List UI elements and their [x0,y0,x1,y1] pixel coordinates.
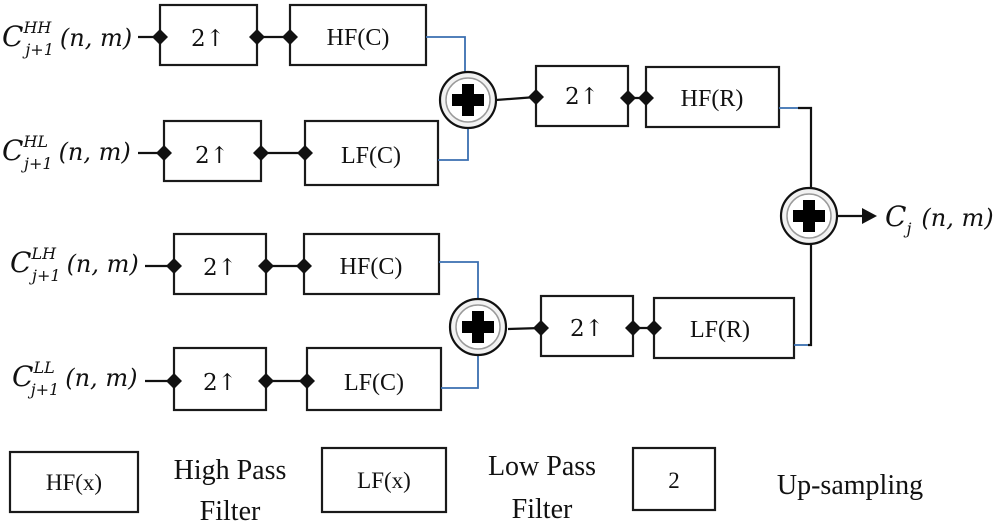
wire-hfr-out [798,106,813,193]
wire-hh-out [426,36,466,72]
legend-lf-text-2: Filter [512,494,573,525]
diamond-marker [625,320,641,336]
diamond-marker [282,29,298,45]
legend-lf-text-1: Low Pass [488,451,596,482]
upsample-label-lh: 2↑ [203,255,237,281]
lf-c-label-2: LF(C) [344,370,404,396]
lf-c-label-1: LF(C) [341,143,401,169]
diamond-marker [152,29,168,45]
legend: HF(x) High Pass Filter LF(x) Low Pass Fi… [8,446,923,527]
wire-hl-out [438,128,469,161]
upsample-block-lower [539,294,635,358]
hf-c-block-2 [302,232,441,296]
legend-hf-box-label: HF(x) [46,470,102,495]
hf-c-block-1 [288,3,428,67]
diamond-marker [156,145,172,161]
legend-up-box [631,446,717,512]
sum-node-output [779,186,839,246]
legend-lf-box-label: LF(x) [357,468,411,493]
legend-up-box-label: 2 [668,468,680,493]
upsample-block-hl [162,119,263,183]
sum-node-1 [438,70,498,130]
output-arrow-head [862,208,877,224]
diamond-marker [646,320,662,336]
diamond-marker [253,145,269,161]
wire-ll-out [441,356,479,389]
legend-hf-text-1: High Pass [174,455,287,486]
output-label: Cj(n, m) [885,200,994,238]
lf-c-block-2 [305,346,443,412]
upsample-label-lower: 2↑ [570,316,604,342]
legend-hf-box [8,450,140,514]
legend-lf-box [320,446,448,514]
hf-r-label: HF(R) [681,86,744,112]
sum-node-2 [448,297,508,357]
upsample-label-ll: 2↑ [203,370,237,396]
diamond-marker [533,320,549,336]
diamond-marker [166,258,182,274]
lf-r-label: LF(R) [690,317,750,343]
diamond-marker [620,90,636,106]
lf-r-block [652,296,796,360]
upsample-label-upper: 2↑ [565,84,599,110]
plus-icon [462,311,494,343]
upsample-block-lh [172,232,268,296]
diamond-marker [297,145,313,161]
upsample-label-hl: 2↑ [195,143,229,169]
plus-icon [793,200,825,232]
diamond-marker [528,89,544,105]
legend-up-text: Up-sampling [777,470,923,501]
diamond-marker [299,373,315,389]
diamond-marker [258,373,274,389]
wire-lfr-out [808,244,813,347]
diamond-marker [249,29,265,45]
hf-c-label-2: HF(C) [340,254,403,280]
hf-c-label-1: HF(C) [327,25,390,51]
diamond-marker [638,90,654,106]
connector-diamonds [152,29,662,389]
legend-hf-text-2: Filter [200,496,261,527]
diamond-marker [258,258,274,274]
diamond-marker [166,373,182,389]
wire-lh-out [439,261,479,300]
diamond-marker [296,258,312,274]
upsample-label-hh: 2↑ [191,26,225,52]
plus-icon [452,84,484,116]
